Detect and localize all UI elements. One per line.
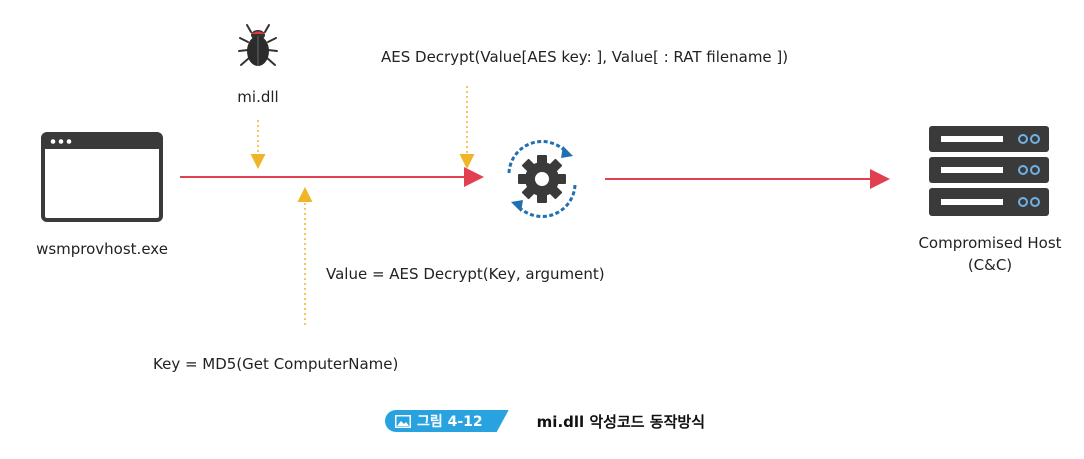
server-label-line1: Compromised Host <box>918 234 1062 252</box>
bug-icon <box>238 24 278 66</box>
server-stack-icon <box>929 126 1049 216</box>
app-window-icon <box>41 132 163 222</box>
figure-number: 그림 4-12 <box>417 414 483 430</box>
server-label-line2: (C&C) <box>967 256 1013 274</box>
aes-decrypt-annotation: AES Decrypt(Value[AES key: ], Value[ : R… <box>381 48 789 66</box>
app-label: wsmprovhost.exe <box>36 240 168 258</box>
image-icon <box>395 415 411 428</box>
figure-badge: 그림 4-12 <box>385 410 509 432</box>
value-formula-annotation: Value = AES Decrypt(Key, argument) <box>326 265 605 283</box>
gear-cycle-icon <box>507 140 577 218</box>
server-label: Compromised Host (C&C) <box>900 234 1080 274</box>
key-formula-annotation: Key = MD5(Get ComputerName) <box>153 355 399 373</box>
figure-caption: 그림 4-12 mi.dll 악성코드 동작방식 <box>385 409 705 433</box>
bug-label: mi.dll <box>237 88 279 106</box>
figure-title: mi.dll 악성코드 동작방식 <box>536 412 706 431</box>
